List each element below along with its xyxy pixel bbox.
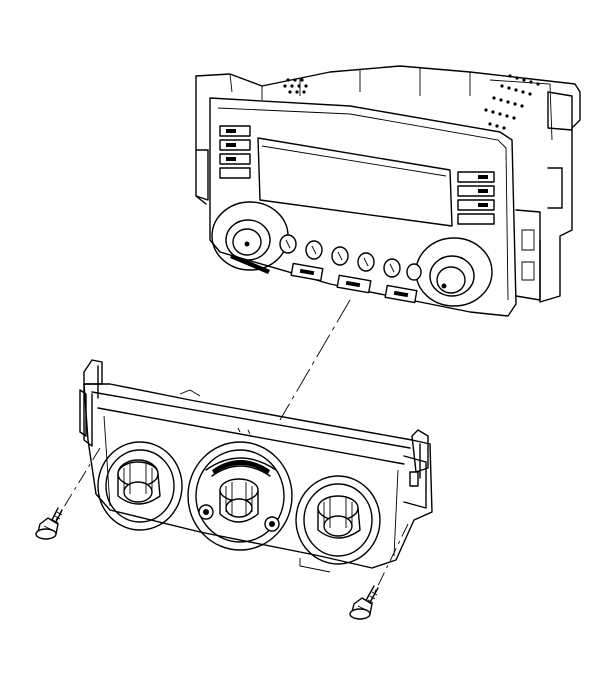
- fastener-right: [349, 585, 379, 620]
- vent-holes-right: [484, 74, 540, 130]
- hvac-center-knob: [187, 441, 293, 551]
- fastener-left-guide: [55, 447, 101, 521]
- radio-bottom-buttons: [290, 262, 418, 304]
- hvac-right-knob: [295, 475, 381, 565]
- radio-display: [257, 137, 453, 227]
- hvac-left-knob: [97, 441, 183, 531]
- right-button-column: [457, 171, 495, 225]
- radio-head-unit: [195, 65, 581, 317]
- fastener-left: [35, 507, 63, 540]
- radio-preset-buttons: [279, 234, 422, 281]
- radio-left-knob: [211, 201, 289, 274]
- fastener-right-guide: [371, 523, 409, 599]
- alignment-line: [279, 299, 351, 421]
- vent-holes-top: [283, 78, 308, 94]
- right-clip: [411, 429, 429, 473]
- radio-right-knob: [415, 237, 493, 307]
- hvac-control-panel: [79, 359, 433, 573]
- left-clip: [83, 359, 103, 385]
- left-button-column: [219, 125, 251, 179]
